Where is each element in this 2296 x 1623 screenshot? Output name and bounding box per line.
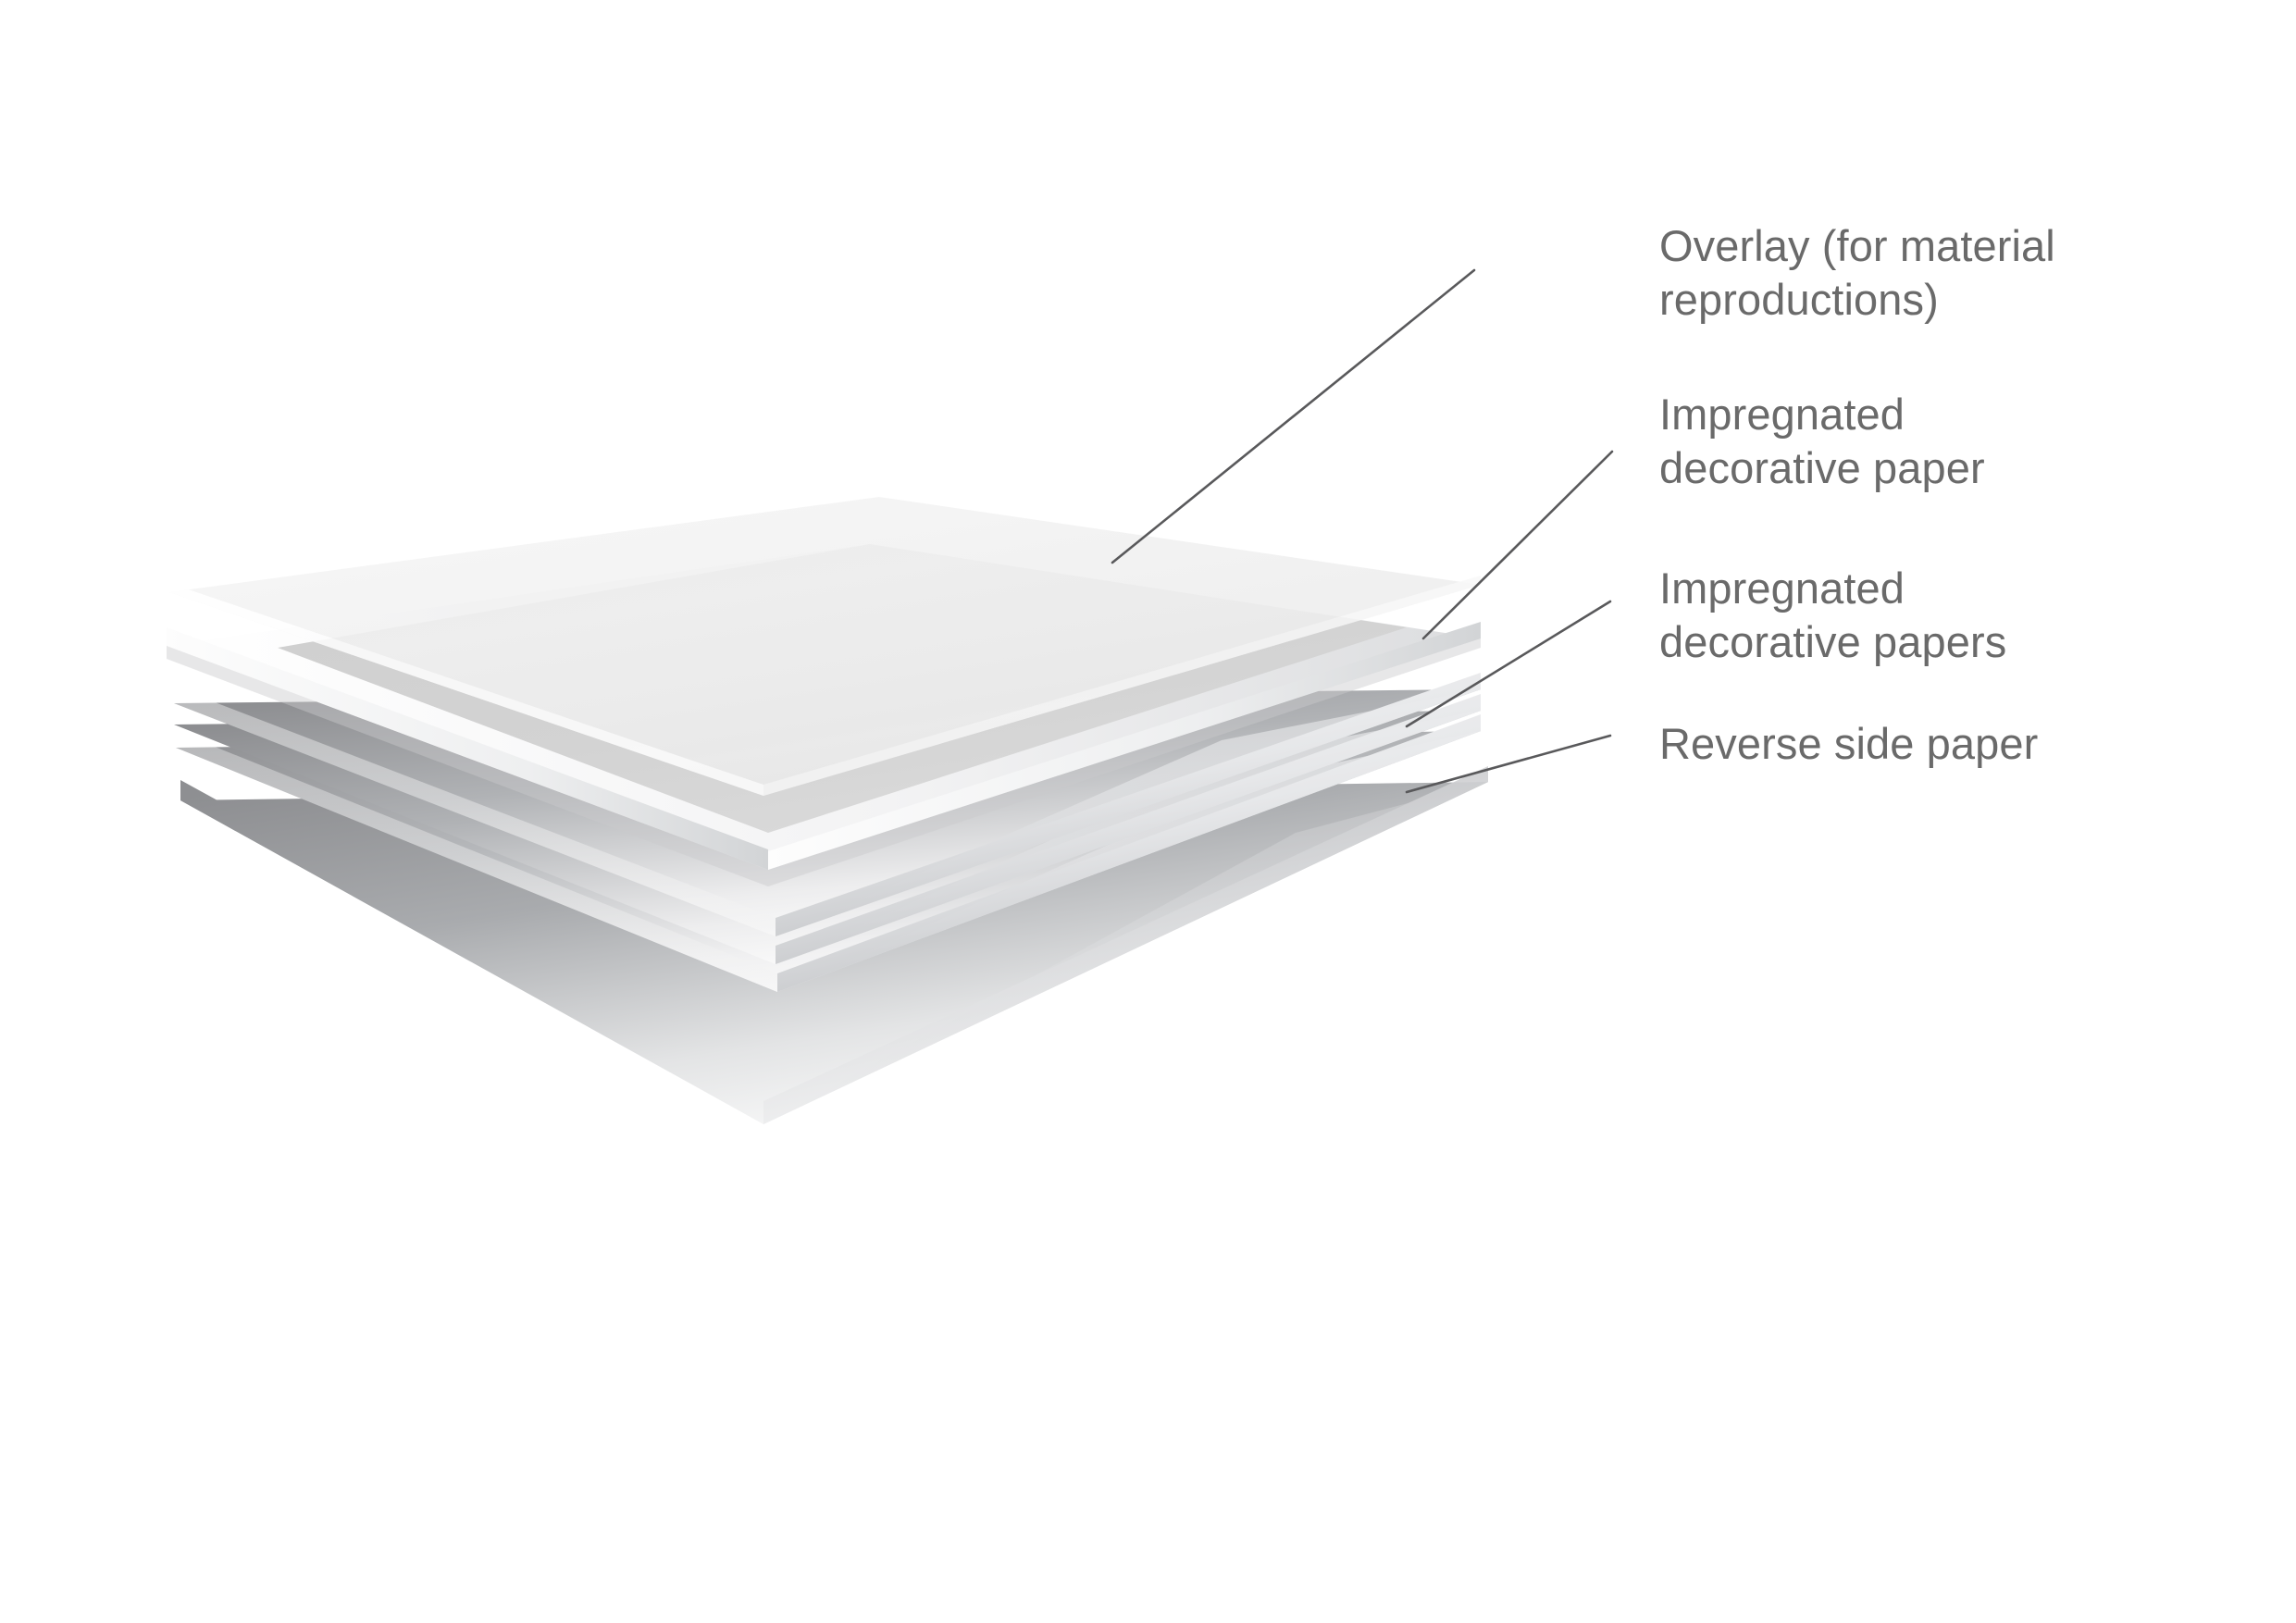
leader-line-impregnated-decorative-papers [1405, 600, 1612, 728]
layer3b-right-shade [776, 711, 1481, 964]
label-impregnated-decorative-papers: Impregnated decorative papers [1659, 564, 2006, 666]
layer5-right-top [763, 782, 1488, 1124]
label-reverse-side-paper: Reverse side paper [1659, 719, 2038, 768]
label-overlay-line1: Overlay (for material [1659, 221, 2055, 270]
label-reverse-side-paper-line1: Reverse side paper [1659, 719, 2038, 768]
label-overlay: Overlay (for material reproductions) [1659, 221, 2055, 324]
label-impregnated-decorative-paper-line1: Impregnated [1659, 390, 1905, 439]
layer4-right-shade [777, 731, 1481, 992]
label-impregnated-decorative-papers-line2: decorative papers [1659, 617, 2006, 666]
layer4-front-edge [176, 731, 777, 992]
layer1-front-edge [169, 583, 763, 796]
leader-lines [1111, 268, 1614, 794]
leader-line-reverse-side-paper [1405, 734, 1612, 794]
layer1-top-face [169, 497, 1481, 796]
layer3-front-edge [174, 687, 776, 936]
layer1-right-edge [763, 576, 1481, 796]
layer2-right-edge [768, 622, 1481, 870]
label-impregnated-decorative-paper: Impregnated decorative paper [1659, 390, 1985, 492]
leader-line-impregnated-decorative-paper [1421, 450, 1614, 640]
layer3-right-shade [776, 689, 1481, 936]
label-impregnated-decorative-papers-line1: Impregnated [1659, 564, 1905, 613]
layer-overlay [169, 497, 1481, 796]
labels: Overlay (for material reproductions) Imp… [1659, 221, 2055, 768]
layer2-left-plane [167, 627, 768, 870]
label-overlay-line2: reproductions) [1659, 275, 1939, 324]
leader-line-overlay [1111, 268, 1476, 564]
label-impregnated-decorative-paper-line2: decorative paper [1659, 443, 1985, 492]
